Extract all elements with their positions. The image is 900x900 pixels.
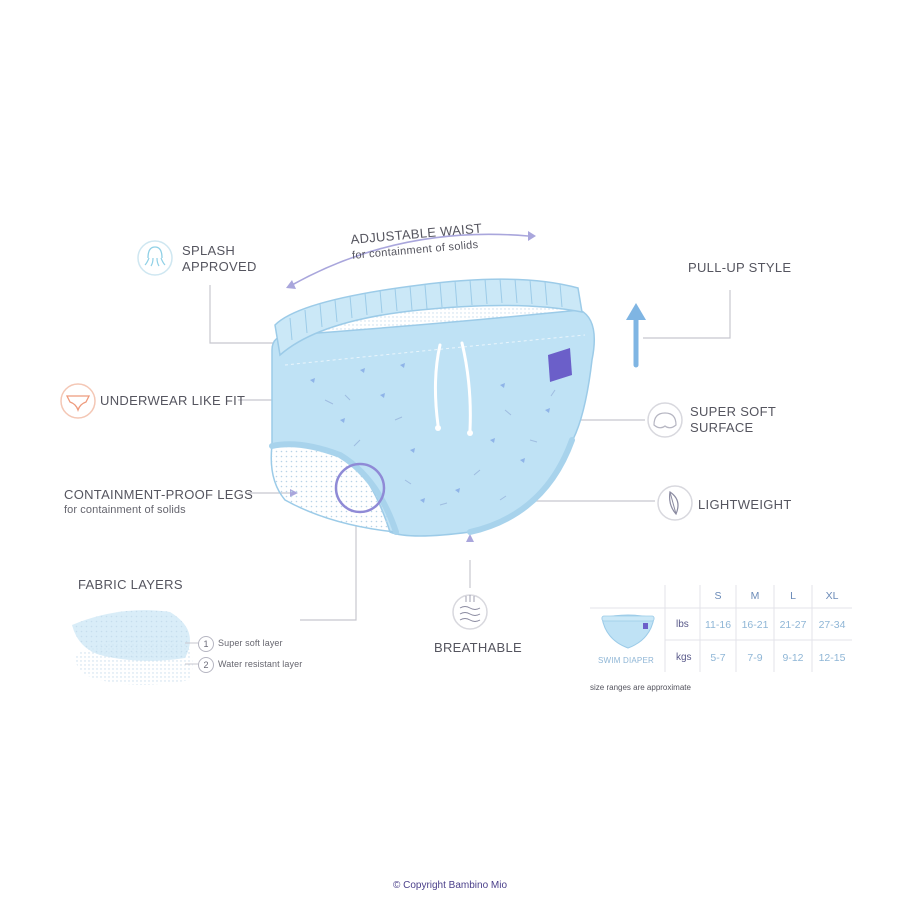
underwear-icon [60,383,96,419]
layer-2-label: Water resistant layer [218,659,303,669]
layer-1-label: Super soft layer [218,638,283,648]
feather-icon [657,485,693,521]
layer-1-number: 1 [198,636,214,652]
lbs-s: 11-16 [704,619,732,631]
kgs-s: 5-7 [710,652,726,664]
size-header-m: M [750,590,760,602]
kgs-m: 7-9 [747,652,763,664]
fabric-layers-illustration [72,610,198,685]
size-header-s: S [714,590,722,602]
lbs-m: 16-21 [741,619,769,631]
unit-kgs: kgs [676,652,692,663]
breathable-label: BREATHABLE [434,640,523,655]
leader-lines [209,285,731,621]
lbs-xl: 27-34 [818,619,846,631]
lbs-l: 21-27 [779,619,807,631]
splash-label-line1: SPLASH [182,243,236,258]
pull-up-arrow [626,303,646,368]
copyright-text: © Copyright Bambino Mio [392,880,508,891]
swim-diaper-label: SWIM DIAPER [598,656,654,665]
octopus-icon [137,240,173,276]
layer-2-number: 2 [198,657,214,673]
super-soft-line1: SUPER SOFT [690,404,777,419]
super-soft-surface-label: SUPER SOFT SURFACE [690,404,776,436]
splash-approved-label: SPLASH APPROVED [182,243,257,275]
underwear-fit-label: UNDERWEAR LIKE FIT [100,393,246,408]
unit-lbs: lbs [676,619,689,630]
size-note: size ranges are approximate [590,683,691,692]
containment-legs-subtitle: for containment of solids [64,504,186,516]
lightweight-label: LIGHTWEIGHT [698,497,792,512]
breathable-icon [452,594,488,630]
fabric-layers-title: FABRIC LAYERS [78,577,183,592]
super-soft-line2: SURFACE [690,420,754,435]
splash-label-line2: APPROVED [182,259,257,274]
size-header-l: L [790,590,796,602]
swim-diaper-icon [601,614,655,649]
size-table-grid [590,585,852,672]
size-header-xl: XL [825,590,839,602]
soft-surface-icon [647,402,683,438]
swim-diaper-illustration [269,278,595,537]
kgs-xl: 12-15 [818,652,846,664]
kgs-l: 9-12 [782,652,804,664]
pull-up-style-label: PULL-UP STYLE [688,260,792,275]
waist-arrow [286,231,536,289]
containment-legs-label: CONTAINMENT-PROOF LEGS [64,487,254,502]
